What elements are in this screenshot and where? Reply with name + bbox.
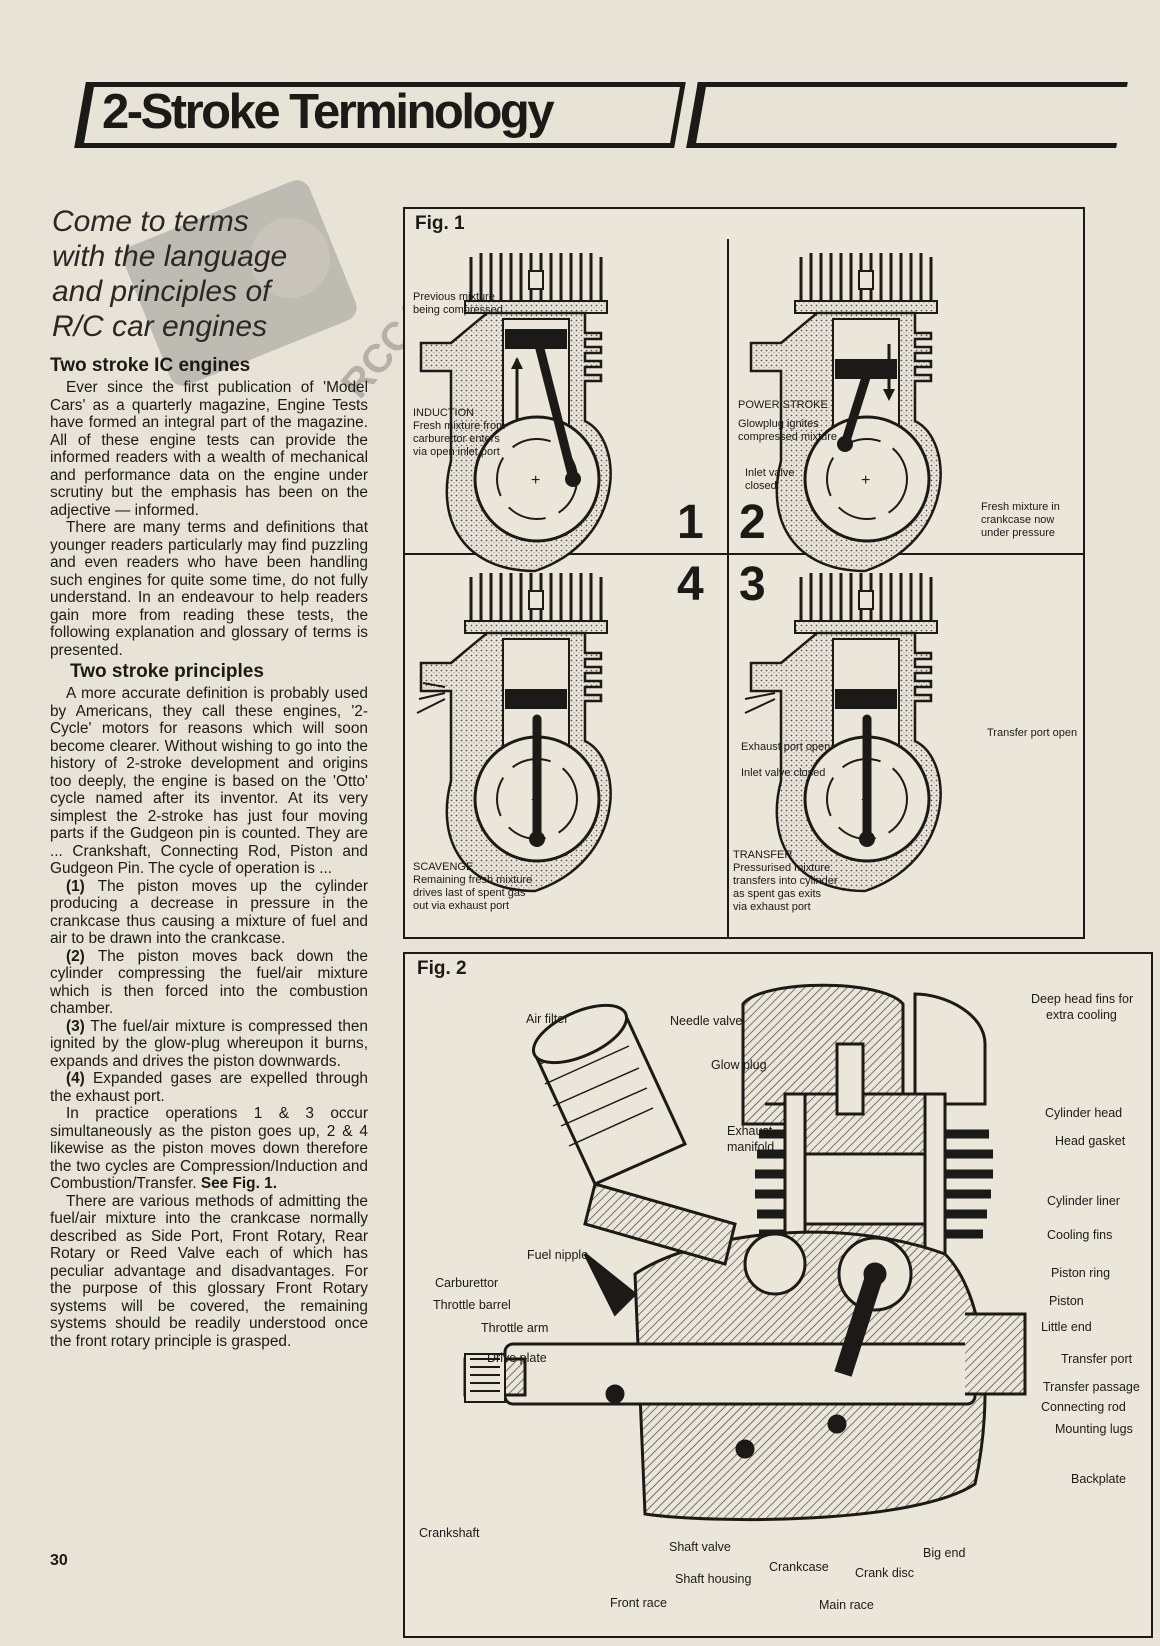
step-number: (4) bbox=[66, 1070, 85, 1087]
part-label: Shaft valve bbox=[669, 1540, 731, 1554]
section-heading: Two stroke IC engines bbox=[50, 355, 251, 376]
step-text: The piston moves up the cylinder produci… bbox=[50, 877, 368, 948]
paragraph: Ever since the first publication of 'Mod… bbox=[50, 379, 368, 519]
cycle-step: (3) The fuel/air mixture is compressed t… bbox=[50, 1018, 368, 1071]
part-label: Throttle barrel bbox=[433, 1298, 511, 1312]
diagram-caption: Inlet valve closed bbox=[741, 767, 826, 779]
part-label: Exhaust bbox=[727, 1124, 773, 1138]
part-label: Throttle arm bbox=[481, 1321, 549, 1335]
part-label: Head gasket bbox=[1055, 1134, 1126, 1148]
part-label: Transfer passage bbox=[1043, 1380, 1140, 1394]
part-label: Crank disc bbox=[855, 1566, 915, 1580]
part-label: Needle valve bbox=[670, 1014, 743, 1028]
diagram-caption: Transfer port open bbox=[987, 727, 1078, 739]
part-label: Crankshaft bbox=[419, 1526, 480, 1540]
cycle-step: (1) The piston moves up the cylinder pro… bbox=[50, 878, 368, 948]
subtitle-line: R/C car engines bbox=[52, 310, 268, 343]
page-number: 30 bbox=[50, 1552, 68, 1569]
engine-diagram-power-stroke bbox=[749, 251, 943, 573]
part-label: Deep head fins for bbox=[1031, 992, 1134, 1006]
figure-2-label: Fig. 2 bbox=[417, 958, 467, 979]
part-label: Connecting rod bbox=[1041, 1400, 1126, 1414]
part-label: Backplate bbox=[1071, 1472, 1126, 1486]
step-number: (2) bbox=[66, 947, 85, 965]
section-heading: Two stroke principles bbox=[70, 661, 264, 682]
part-label: Fuel nipple bbox=[527, 1248, 589, 1262]
part-label: Air filter bbox=[526, 1012, 569, 1026]
cycle-step: (2) The piston moves back down the cylin… bbox=[50, 948, 368, 1018]
part-label: Front race bbox=[610, 1596, 667, 1610]
subtitle-line: with the language bbox=[52, 240, 288, 273]
title-banner-extension bbox=[686, 82, 1132, 148]
part-label: Drive plate bbox=[487, 1351, 547, 1365]
paragraph: A more accurate definition is probably u… bbox=[50, 685, 368, 877]
part-label: Glow plug bbox=[711, 1058, 767, 1072]
paragraph: In practice operations 1 & 3 occur simul… bbox=[50, 1105, 368, 1193]
paragraph: There are many terms and definitions tha… bbox=[50, 519, 368, 659]
figure-reference: See Fig. 1. bbox=[200, 1175, 277, 1192]
page-title: 2-Stroke Terminology bbox=[102, 85, 555, 139]
part-label: Transfer port bbox=[1061, 1352, 1133, 1366]
part-label: Crankcase bbox=[769, 1560, 829, 1574]
title-banner: 2-Stroke Terminology bbox=[74, 82, 686, 148]
figure-1-label: Fig. 1 bbox=[415, 213, 465, 234]
part-label: Cylinder head bbox=[1045, 1106, 1123, 1120]
part-label: Cylinder liner bbox=[1047, 1194, 1120, 1208]
subtitle: Come to terms with the language and prin… bbox=[52, 204, 382, 344]
step-number: (3) bbox=[66, 1017, 85, 1035]
part-label: Shaft housing bbox=[675, 1572, 752, 1586]
part-label: Mounting lugs bbox=[1055, 1422, 1133, 1436]
step-number: (1) bbox=[66, 877, 85, 895]
figure-1: + bbox=[403, 207, 1085, 939]
cycle-step: (4) Expanded gases are expelled through … bbox=[50, 1070, 368, 1105]
part-label: Piston ring bbox=[1051, 1266, 1111, 1280]
stage-number: 1 bbox=[677, 496, 704, 549]
paragraph-text: In practice operations 1 & 3 occur simul… bbox=[50, 1105, 368, 1192]
part-label: Big end bbox=[923, 1546, 966, 1560]
figure-2: Fig. 2 Air filter Needle valve Deep head… bbox=[403, 952, 1153, 1638]
part-label: Cooling fins bbox=[1047, 1228, 1113, 1242]
step-text: The piston moves back down the cylinder … bbox=[50, 947, 368, 1018]
engine-diagram-transfer bbox=[744, 571, 943, 893]
part-label: Piston bbox=[1049, 1294, 1084, 1308]
figure-1-drawing: + bbox=[405, 239, 1083, 937]
stage-number: 2 bbox=[739, 496, 766, 549]
engine-diagram-scavenge bbox=[416, 571, 613, 893]
article-body: Two stroke IC engines Ever since the fir… bbox=[50, 355, 368, 1350]
part-label: Carburettor bbox=[435, 1276, 499, 1290]
part-label: Main race bbox=[819, 1598, 874, 1612]
paragraph: There are various methods of admitting t… bbox=[50, 1192, 368, 1350]
figure-2-drawing bbox=[463, 983, 1027, 1522]
part-label: extra cooling bbox=[1046, 1008, 1117, 1022]
subtitle-line: and principles of bbox=[52, 275, 271, 308]
engine-diagram-induction bbox=[419, 251, 613, 573]
step-text: The fuel/air mixture is compressed then … bbox=[50, 1017, 368, 1070]
stage-number: 4 bbox=[677, 558, 704, 611]
subtitle-line: Come to terms bbox=[52, 205, 249, 238]
diagram-caption: Exhaust port open bbox=[741, 741, 831, 753]
part-label: manifold bbox=[727, 1140, 775, 1154]
stage-number: 3 bbox=[739, 558, 766, 611]
part-label: Little end bbox=[1041, 1320, 1092, 1334]
title-frame-extension bbox=[686, 82, 1128, 148]
step-text: Expanded gases are expelled through the … bbox=[50, 1070, 368, 1105]
